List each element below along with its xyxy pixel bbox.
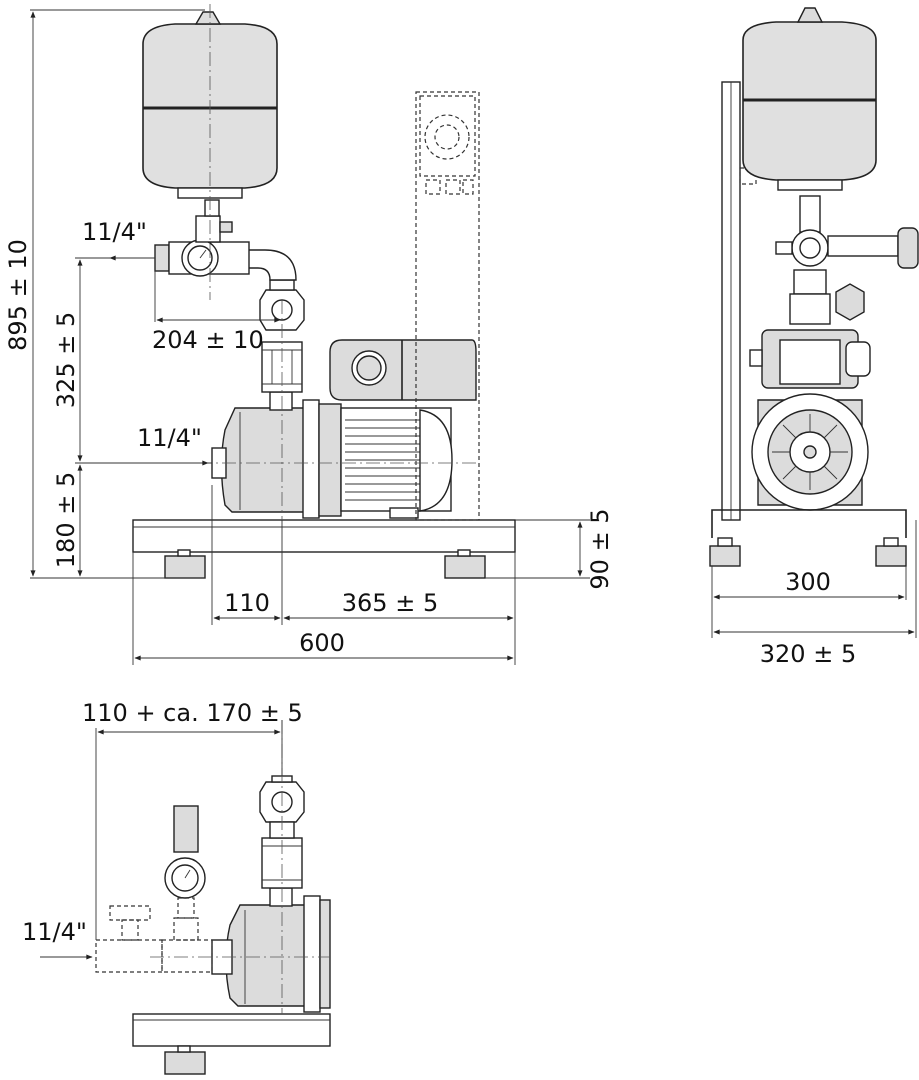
motor (340, 407, 453, 519)
side-view: 895 ± 10 325 ± 5 180 ± 5 204 ± 10 110 36… (4, 4, 614, 665)
dim-outlet-height: 325 ± 5 (52, 312, 80, 408)
foot-left (164, 549, 206, 579)
valve-manifold (154, 199, 250, 277)
dim-base-length: 600 (299, 629, 345, 657)
dim-alt-inlet-offset: 110 + ca. 170 ± 5 (82, 699, 303, 727)
dim-inlet-to-axis: 110 (224, 589, 270, 617)
pump-body (211, 399, 342, 519)
dim-outlet-offset: 204 ± 10 (152, 326, 264, 354)
dim-front-width-outer: 320 ± 5 (760, 640, 856, 668)
front-valve-cluster (775, 195, 919, 325)
foot-right (444, 549, 486, 579)
dim-front-width-inner: 300 (785, 568, 831, 596)
dim-total-height: 895 ± 10 (4, 239, 32, 351)
base-frame (132, 519, 516, 553)
optional-control-panel (415, 91, 480, 521)
front-view: 300 320 ± 5 (709, 7, 919, 668)
label-outlet-size: 11/4" (82, 218, 147, 246)
dim-inlet-height: 180 ± 5 (52, 472, 80, 568)
front-pressure-tank (742, 7, 877, 191)
label-inlet-size: 11/4" (137, 424, 202, 452)
front-base-frame (709, 509, 907, 567)
dim-axis-to-end: 365 ± 5 (342, 589, 438, 617)
dim-base-height: 90 ± 5 (586, 508, 614, 589)
label-alt-inlet-size: 11/4" (22, 918, 87, 946)
control-box (329, 339, 477, 401)
front-pump-casing (749, 329, 871, 511)
alt-inlet-view: 110 + ca. 170 ± 5 11/4" (22, 699, 331, 1075)
